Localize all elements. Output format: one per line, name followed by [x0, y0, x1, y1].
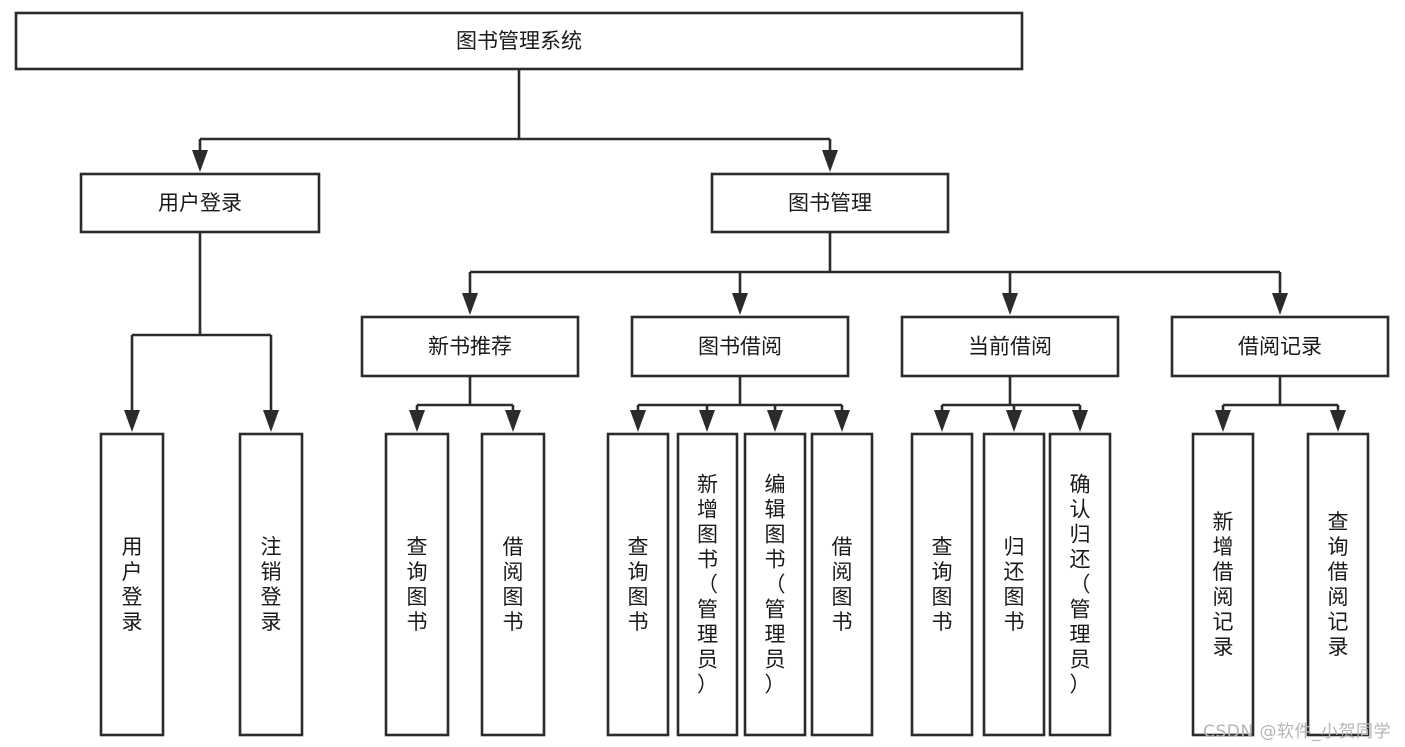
- node-box-leaf-query-borrow-record[interactable]: [1306, 432, 1370, 737]
- conn-br-leaf1-arrow-icon: [1215, 410, 1231, 432]
- node-current-borrow[interactable]: 当前借阅: [900, 315, 1120, 378]
- node-new-book-recommend[interactable]: 新书推荐: [360, 315, 580, 378]
- node-label-leaf-borrow-book-rec: 借阅图书: [503, 535, 524, 634]
- conn-bb-leaf4-arrow-icon: [834, 410, 850, 432]
- conn-bm-new-book-arrow-icon: [462, 293, 478, 315]
- node-book-manage[interactable]: 图书管理: [710, 172, 950, 234]
- conn-nbr-leaf1-arrow-icon: [409, 410, 425, 432]
- node-label-leaf-query-book-borrow: 查询图书: [628, 535, 649, 634]
- node-label-leaf-add-book-admin: 新增图书（管理员）: [697, 473, 718, 697]
- conn-root-user-login-arrow-icon: [192, 150, 208, 172]
- node-root[interactable]: 图书管理系统: [14, 11, 1024, 71]
- node-label-root: 图书管理系统: [456, 29, 582, 53]
- node-label-leaf-query-book-current: 查询图书: [932, 535, 953, 634]
- node-box-current-borrow[interactable]: [900, 315, 1120, 378]
- node-box-leaf-add-borrow-record[interactable]: [1191, 432, 1255, 737]
- node-box-book-borrow[interactable]: [630, 315, 850, 378]
- node-box-leaf-return-book[interactable]: [982, 432, 1046, 737]
- node-book-borrow[interactable]: 图书借阅: [630, 315, 850, 378]
- node-box-leaf-borrow-book-rec[interactable]: [480, 432, 546, 737]
- node-label-leaf-borrow-book: 借阅图书: [832, 535, 853, 634]
- node-box-new-book-recommend[interactable]: [360, 315, 580, 378]
- node-label-current-borrow: 当前借阅: [968, 335, 1052, 359]
- node-leaf-borrow-book-rec[interactable]: 借阅图书: [480, 432, 546, 737]
- node-leaf-query-borrow-record[interactable]: 查询借阅记录: [1306, 432, 1370, 737]
- node-leaf-confirm-return-admin[interactable]: 确认归还（管理员）: [1048, 432, 1112, 737]
- conn-root-book-manage-arrow-icon: [822, 150, 838, 172]
- node-box-leaf-borrow-book[interactable]: [810, 432, 874, 737]
- node-user-login[interactable]: 用户登录: [79, 172, 321, 234]
- conn-bb-leaf3-arrow-icon: [767, 410, 783, 432]
- node-leaf-query-book-borrow[interactable]: 查询图书: [606, 432, 670, 737]
- node-label-leaf-logout: 注销登录: [261, 535, 282, 634]
- node-label-new-book-recommend: 新书推荐: [428, 335, 512, 359]
- node-box-user-login[interactable]: [79, 172, 321, 234]
- conn-bm-current-borrow-arrow-icon: [1002, 293, 1018, 315]
- connector-layer: [124, 69, 1346, 432]
- node-label-book-borrow: 图书借阅: [698, 335, 782, 359]
- conn-ul-leaf1-arrow-icon: [124, 410, 140, 432]
- node-leaf-edit-book-admin[interactable]: 编辑图书（管理员）: [743, 432, 807, 737]
- node-label-leaf-query-book-rec: 查询图书: [407, 535, 428, 634]
- node-box-leaf-confirm-return-admin[interactable]: [1048, 432, 1112, 737]
- node-box-root[interactable]: [14, 11, 1024, 71]
- node-label-leaf-confirm-return-admin: 确认归还（管理员）: [1070, 473, 1091, 697]
- node-leaf-user-login[interactable]: 用户登录: [99, 432, 165, 737]
- node-label-user-login: 用户登录: [158, 191, 242, 215]
- conn-cb-leaf3-arrow-icon: [1072, 410, 1088, 432]
- conn-nbr-leaf2-arrow-icon: [505, 410, 521, 432]
- node-borrow-record[interactable]: 借阅记录: [1170, 315, 1390, 378]
- node-leaf-query-book-current[interactable]: 查询图书: [910, 432, 974, 737]
- node-layer: 图书管理系统用户登录图书管理新书推荐图书借阅当前借阅借阅记录用户登录注销登录查询…: [14, 11, 1390, 737]
- node-box-leaf-query-book-borrow[interactable]: [606, 432, 670, 737]
- conn-ul-leaf2-arrow-icon: [263, 410, 279, 432]
- node-label-borrow-record: 借阅记录: [1238, 335, 1322, 359]
- node-box-leaf-user-login[interactable]: [99, 432, 165, 737]
- node-leaf-logout[interactable]: 注销登录: [238, 432, 304, 737]
- node-box-borrow-record[interactable]: [1170, 315, 1390, 378]
- node-leaf-query-book-rec[interactable]: 查询图书: [384, 432, 450, 737]
- node-box-leaf-query-book-current[interactable]: [910, 432, 974, 737]
- node-label-leaf-query-borrow-record: 查询借阅记录: [1328, 510, 1349, 659]
- node-leaf-borrow-book[interactable]: 借阅图书: [810, 432, 874, 737]
- node-box-leaf-logout[interactable]: [238, 432, 304, 737]
- node-label-leaf-add-borrow-record: 新增借阅记录: [1213, 510, 1234, 659]
- node-label-leaf-return-book: 归还图书: [1004, 535, 1025, 634]
- node-box-leaf-edit-book-admin[interactable]: [743, 432, 807, 737]
- conn-br-leaf2-arrow-icon: [1330, 410, 1346, 432]
- node-leaf-add-book-admin[interactable]: 新增图书（管理员）: [676, 432, 739, 737]
- conn-cb-leaf1-arrow-icon: [934, 410, 950, 432]
- conn-bm-book-borrow-arrow-icon: [732, 293, 748, 315]
- node-label-book-manage: 图书管理: [788, 191, 872, 215]
- node-label-leaf-user-login: 用户登录: [122, 535, 143, 634]
- conn-bb-leaf1-arrow-icon: [630, 410, 646, 432]
- node-box-leaf-add-book-admin[interactable]: [676, 432, 739, 737]
- node-label-leaf-edit-book-admin: 编辑图书（管理员）: [765, 473, 786, 697]
- conn-bb-leaf2-arrow-icon: [699, 410, 715, 432]
- conn-cb-leaf2-arrow-icon: [1006, 410, 1022, 432]
- node-box-leaf-query-book-rec[interactable]: [384, 432, 450, 737]
- node-leaf-return-book[interactable]: 归还图书: [982, 432, 1046, 737]
- node-box-book-manage[interactable]: [710, 172, 950, 234]
- node-leaf-add-borrow-record[interactable]: 新增借阅记录: [1191, 432, 1255, 737]
- conn-bm-borrow-record-arrow-icon: [1272, 293, 1288, 315]
